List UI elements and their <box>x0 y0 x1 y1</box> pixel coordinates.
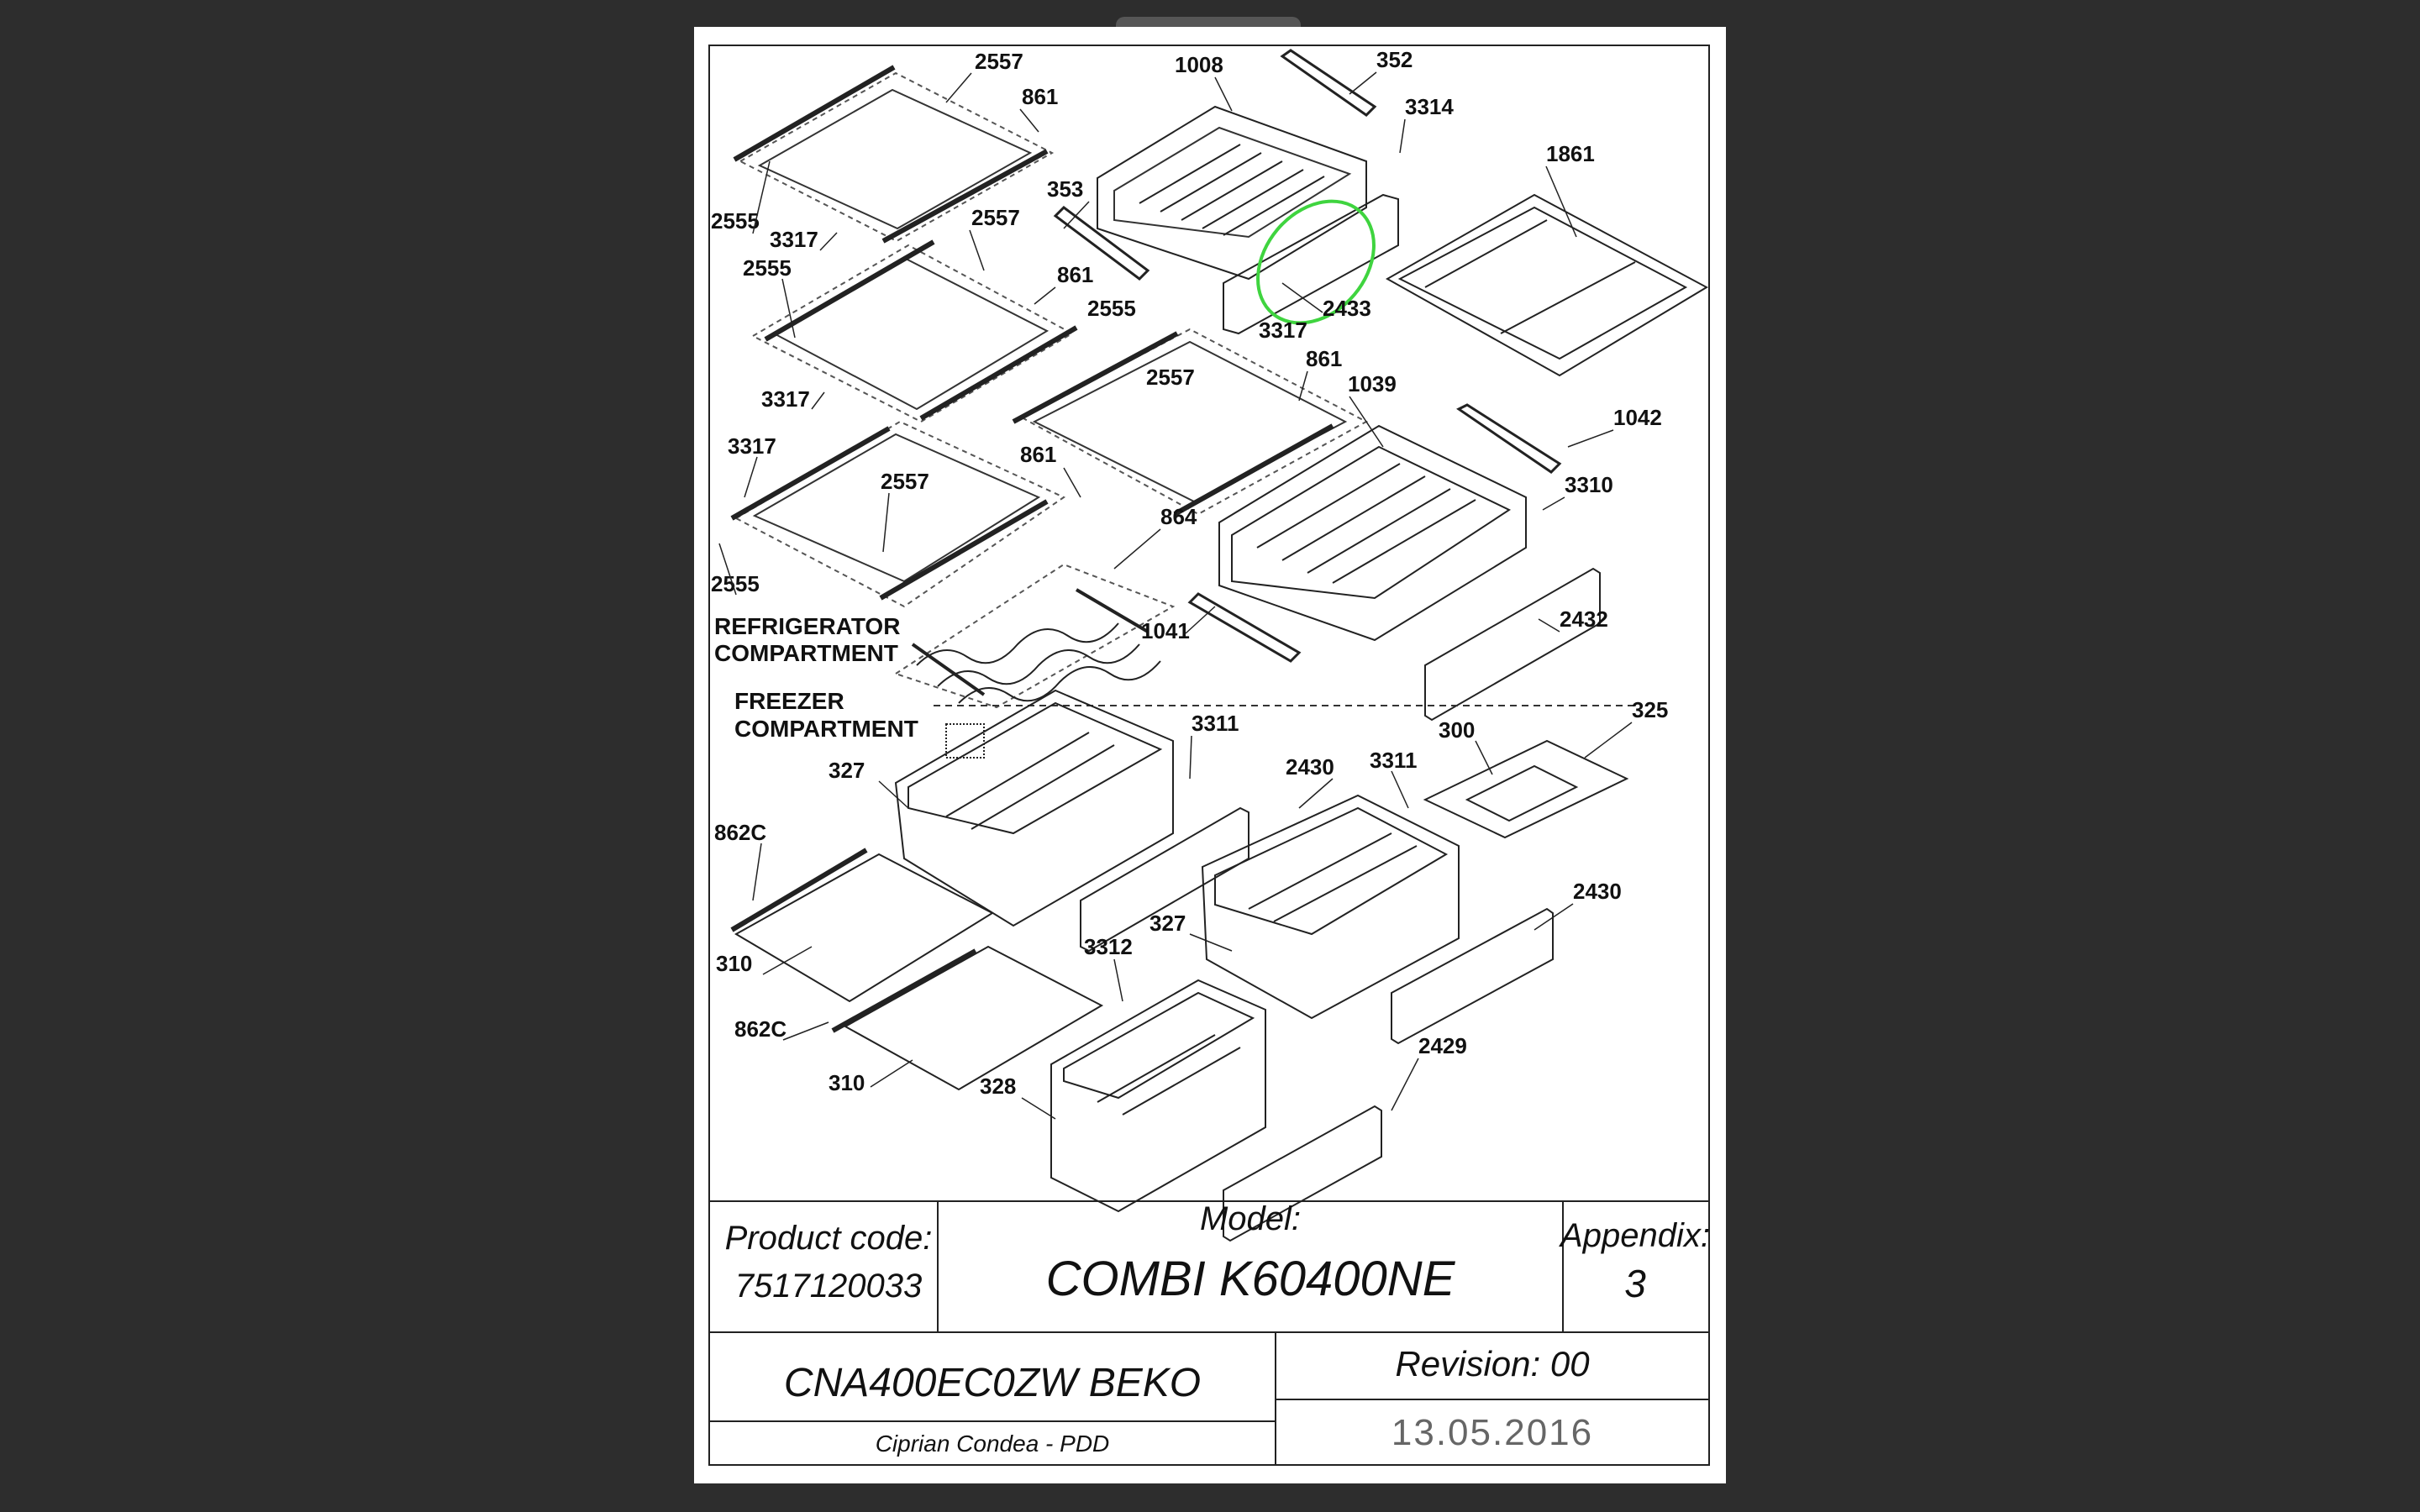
part-label: 861 <box>1057 262 1093 287</box>
part-label: 861 <box>1022 84 1058 109</box>
part-label: 864 <box>1160 504 1197 529</box>
model-label: Model: <box>1200 1200 1301 1237</box>
part-label: 3311 <box>1192 711 1239 736</box>
crisper-drawer-upper <box>1053 49 1399 335</box>
part-label: 2557 <box>975 49 1023 74</box>
highlight-circle <box>1256 199 1376 325</box>
part-label: 2557 <box>881 469 929 494</box>
part-label: 2430 <box>1286 754 1334 780</box>
glass-shelf-3 <box>730 420 1066 608</box>
part-label: 1039 <box>1348 371 1397 396</box>
revision: Revision: 00 <box>1395 1344 1590 1383</box>
glass-shelf-2 <box>750 239 1078 423</box>
part-label: 327 <box>829 758 865 783</box>
part-label: 3311 <box>1370 748 1417 773</box>
part-label: 1861 <box>1546 141 1595 166</box>
product-code-label: Product code: <box>725 1220 933 1257</box>
leader-lines <box>718 71 1633 1120</box>
part-label: 327 <box>1150 911 1186 936</box>
part-label: 2430 <box>1573 879 1622 904</box>
part-label: 1041 <box>1141 618 1190 643</box>
drawing-sheet: REFRIGERATOR COMPARTMENT FREEZER COMPART… <box>694 27 1726 1483</box>
part-label: 353 <box>1047 176 1083 202</box>
part-label: 2555 <box>743 255 792 281</box>
crisper-drawer-lower <box>1187 403 1601 722</box>
part-label: 862C <box>714 820 766 845</box>
part-label: 2433 <box>1323 296 1371 321</box>
part-label: 862C <box>734 1016 786 1042</box>
exploded-parts-drawing: REFRIGERATOR COMPARTMENT FREEZER COMPART… <box>708 45 1710 1466</box>
product-code-value: 7517120033 <box>735 1268 922 1305</box>
freezer-drawer-top <box>894 689 1249 953</box>
part-label: 3317 <box>728 433 776 459</box>
part-label: 1008 <box>1175 52 1223 77</box>
bottle-rack <box>893 563 1176 709</box>
freezer-drawer-middle <box>1201 794 1554 1045</box>
freezer-shelf-1 <box>730 848 995 1003</box>
part-label: 328 <box>980 1074 1016 1099</box>
part-label: 2432 <box>1560 606 1608 632</box>
author: Ciprian Condea - PDD <box>876 1431 1110 1457</box>
title-block <box>709 1200 1709 1465</box>
appendix-value: 3 <box>1624 1262 1646 1305</box>
drawing-date: 13.05.2016 <box>1392 1412 1593 1453</box>
part-label: 3317 <box>770 227 818 252</box>
appendix-label: Appendix: <box>1559 1217 1710 1254</box>
part-label: 325 <box>1632 697 1668 722</box>
model-value: COMBI K60400NE <box>1046 1252 1456 1306</box>
part-label: 3314 <box>1405 94 1454 119</box>
part-label: 300 <box>1439 717 1475 743</box>
part-label: 2429 <box>1418 1033 1467 1058</box>
part-label: 861 <box>1306 346 1342 371</box>
part-label: 310 <box>716 951 752 976</box>
part-label: 2555 <box>1087 296 1136 321</box>
section-freezer-line1: FREEZER <box>734 688 844 714</box>
freezer-drawer-bottom <box>1050 979 1382 1242</box>
glass-shelf-1 <box>733 65 1055 244</box>
part-label: 310 <box>829 1070 865 1095</box>
freezer-lid <box>1385 193 1709 377</box>
part-label: 2555 <box>711 208 760 234</box>
part-label: 2557 <box>971 205 1020 230</box>
part-label: 2557 <box>1146 365 1195 390</box>
part-label: 3317 <box>761 386 810 412</box>
product-name: CNA400EC0ZW BEKO <box>784 1361 1201 1405</box>
part-label: 861 <box>1020 442 1056 467</box>
sheet-frame <box>708 45 1710 1466</box>
part-label: 1042 <box>1613 405 1662 430</box>
part-label: 3317 <box>1259 318 1307 343</box>
freezer-shelf-2 <box>831 945 1104 1091</box>
part-label: 3312 <box>1084 934 1133 959</box>
part-label: 3310 <box>1565 472 1613 497</box>
ice-tray <box>1423 739 1629 839</box>
section-freezer-line2: COMPARTMENT <box>734 716 918 742</box>
section-refrigerator-line1: REFRIGERATOR <box>714 613 900 639</box>
section-refrigerator-line2: COMPARTMENT <box>714 640 898 666</box>
part-labels: 2557 861 2555 3317 2557 2555 861 3317 33… <box>711 47 1668 1099</box>
part-label: 352 <box>1376 47 1413 72</box>
